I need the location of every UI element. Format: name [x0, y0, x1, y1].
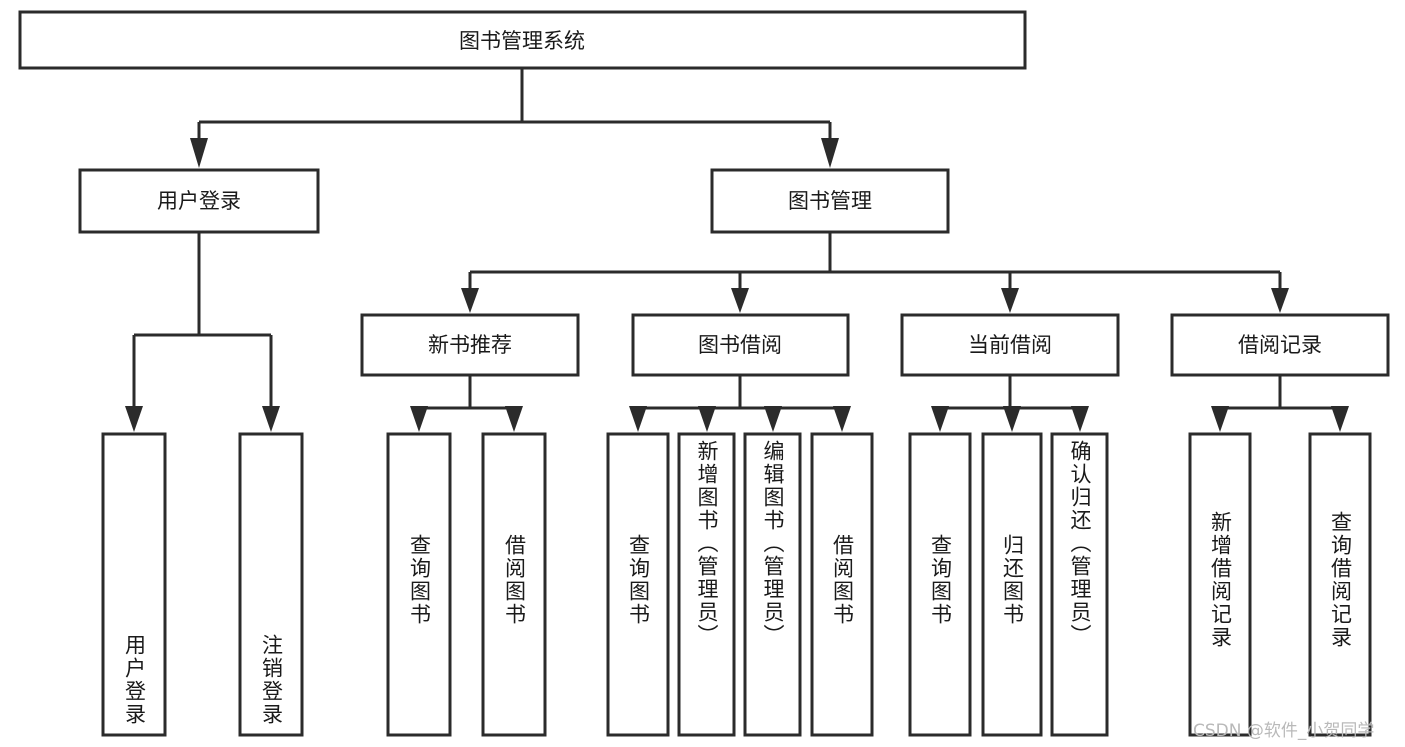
leaf-label-edit-book-wrap: 编辑图书（管理员） [745, 440, 800, 732]
arrow-head-leaf-query-book-3 [931, 406, 949, 432]
leaf-box-query-book-2[interactable] [606, 432, 670, 737]
arrow-head-leaf-borrow-book-1 [505, 406, 523, 432]
leaf-label-add-book: 新增图书（管理员） [695, 440, 719, 647]
node-root-system[interactable] [18, 10, 1027, 70]
arrow-head-borrow-record [1271, 288, 1289, 313]
leaf-label-query-book-3: 查询图书 [928, 534, 953, 626]
leaf-box-borrow-book-1[interactable] [481, 432, 547, 737]
leaf-box-query-book-3[interactable] [908, 432, 972, 737]
leaf-label-query-book-1: 查询图书 [407, 534, 432, 626]
leaf-label-edit-book: 编辑图书（管理员） [761, 440, 785, 647]
leaf-box-query-record[interactable] [1308, 432, 1372, 737]
leaf-label-confirm-return-wrap: 确认归还（管理员） [1052, 440, 1107, 732]
leaf-box-borrow-book-2[interactable] [810, 432, 874, 737]
label-current-borrow: 当前借阅 [968, 333, 1052, 357]
leaf-label-query-book-1-wrap: 查询图书 [388, 434, 450, 726]
leaf-label-user-login: 用户登录 [122, 634, 147, 726]
arrow-head-user-login [190, 138, 208, 168]
arrow-head-leaf-add-book [698, 406, 716, 432]
arrow-head-leaf-user-login [125, 406, 143, 432]
arrow-head-current-borrow [1001, 288, 1019, 313]
arrow-head-leaf-query-record [1331, 406, 1349, 432]
leaf-label-borrow-book-1: 借阅图书 [502, 534, 527, 626]
arrow-head-leaf-confirm-return [1071, 406, 1089, 432]
node-book-management[interactable] [710, 168, 950, 234]
connector-layer [125, 68, 1349, 432]
leaf-label-borrow-book-1-wrap: 借阅图书 [483, 434, 545, 726]
arrow-head-book-mgmt [821, 138, 839, 168]
label-book-borrow: 图书借阅 [698, 333, 782, 357]
arrow-head-book-borrow [731, 288, 749, 313]
leaf-label-return-book-wrap: 归还图书 [983, 434, 1041, 726]
arrow-head-leaf-add-record [1211, 406, 1229, 432]
leaf-box-logout[interactable] [238, 432, 304, 737]
leaf-label-query-record-wrap: 查询借阅记录 [1310, 434, 1370, 726]
leaf-box-add-record[interactable] [1188, 432, 1252, 737]
leaf-label-confirm-return: 确认归还（管理员） [1068, 440, 1092, 647]
leaf-label-query-record: 查询借阅记录 [1328, 511, 1353, 649]
node-user-login[interactable] [78, 168, 320, 234]
arrow-head-leaf-logout [262, 406, 280, 432]
node-borrow-record[interactable] [1170, 313, 1390, 377]
leaf-label-add-book-wrap: 新增图书（管理员） [679, 440, 734, 732]
leaf-box-query-book-1[interactable] [386, 432, 452, 737]
leaf-label-logout: 注销登录 [259, 634, 284, 726]
leaf-box-return-book[interactable] [981, 432, 1043, 737]
node-layer [18, 10, 1390, 737]
leaf-label-user-login-wrap: 用户登录 [103, 434, 165, 726]
arrow-head-leaf-query-book-2 [629, 406, 647, 432]
arrow-head-leaf-query-book-1 [410, 406, 428, 432]
leaf-label-add-record-wrap: 新增借阅记录 [1190, 434, 1250, 726]
arrow-head-leaf-return-book [1003, 406, 1021, 432]
leaf-label-query-book-2: 查询图书 [626, 534, 651, 626]
leaf-box-confirm-return[interactable] [1050, 432, 1109, 737]
leaf-label-query-book-3-wrap: 查询图书 [910, 434, 970, 726]
node-new-book-recommend[interactable] [360, 313, 580, 377]
leaf-box-user-login[interactable] [101, 432, 167, 737]
node-book-borrow[interactable] [631, 313, 850, 377]
label-new-book-recommend: 新书推荐 [428, 333, 512, 357]
leaf-box-edit-book[interactable] [743, 432, 802, 737]
arrow-head-leaf-borrow-book-2 [833, 406, 851, 432]
arrow-head-new-book-rec [461, 288, 479, 313]
leaf-box-add-book[interactable] [677, 432, 736, 737]
label-root-system: 图书管理系统 [459, 29, 585, 53]
label-book-management: 图书管理 [788, 189, 872, 213]
leaf-label-logout-wrap: 注销登录 [240, 434, 302, 726]
leaf-label-add-record: 新增借阅记录 [1208, 511, 1233, 649]
label-borrow-record: 借阅记录 [1238, 333, 1322, 357]
leaf-label-borrow-book-2-wrap: 借阅图书 [812, 434, 872, 726]
leaf-label-return-book: 归还图书 [1000, 534, 1025, 626]
node-current-borrow[interactable] [900, 313, 1120, 377]
label-layer: 图书管理系统 用户登录 图书管理 新书推荐 图书借阅 当前借阅 借阅记录 [157, 29, 1322, 357]
csdn-watermark: CSDN @软件_小贺同学 [1193, 721, 1375, 741]
leaf-label-query-book-2-wrap: 查询图书 [608, 434, 668, 726]
label-user-login: 用户登录 [157, 189, 241, 213]
leaf-label-borrow-book-2: 借阅图书 [830, 534, 855, 626]
arrow-head-leaf-edit-book [764, 406, 782, 432]
